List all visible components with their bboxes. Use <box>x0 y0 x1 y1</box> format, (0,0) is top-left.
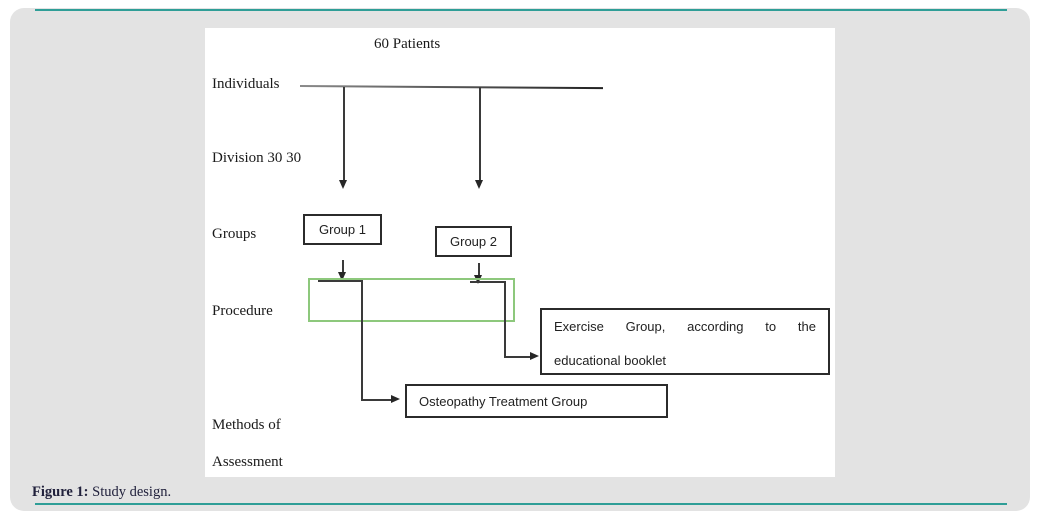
connector-group2-down <box>478 263 480 276</box>
connector-right-branch <box>479 87 481 181</box>
row-label-division: Division 30 30 <box>212 150 302 166</box>
path-osteo-h1 <box>318 280 363 282</box>
path-exercise-h2 <box>504 356 531 358</box>
path-osteo-h2 <box>361 399 392 401</box>
row-label-methods-of: Methods of <box>212 417 281 433</box>
group2-label: Group 2 <box>450 234 497 249</box>
osteopathy-group-label: Osteopathy Treatment Group <box>419 393 588 409</box>
arrow-osteo-icon <box>391 395 400 403</box>
arrow-down-left-icon <box>339 180 347 189</box>
arrow-group1-icon <box>338 272 346 281</box>
row-label-groups: Groups <box>212 226 257 242</box>
group2-box: Group 2 <box>435 226 512 257</box>
row-label-procedure: Procedure <box>212 303 273 319</box>
connector-group1-down <box>342 260 344 273</box>
connector-left-branch <box>343 87 345 181</box>
row-label-assessment: Assessment <box>212 454 283 470</box>
teal-rule-bottom <box>35 503 1007 505</box>
arrow-down-right-icon <box>475 180 483 189</box>
exercise-group-text-line2: educational booklet <box>554 353 667 368</box>
figure-caption: Figure 1: Study design. <box>32 484 171 501</box>
group1-label: Group 1 <box>319 222 366 237</box>
row-label-individuals: Individuals <box>212 76 280 92</box>
group1-box: Group 1 <box>303 214 382 245</box>
exercise-group-text-line1: Exercise Group, according to the <box>554 319 816 334</box>
path-exercise-v <box>504 281 506 358</box>
exercise-group-box: Exercise Group, according to the educati… <box>540 308 830 375</box>
path-osteo-v <box>361 280 363 400</box>
arrow-exercise-icon <box>530 352 539 360</box>
teal-rule-top <box>35 9 1007 11</box>
path-exercise-h1 <box>470 281 506 283</box>
patients-count-label: 60 Patients <box>374 36 441 52</box>
figure-caption-text: Study design. <box>88 484 172 500</box>
osteopathy-group-box: Osteopathy Treatment Group <box>405 384 668 418</box>
figure-caption-label: Figure 1: <box>32 484 89 500</box>
procedure-outline-box <box>308 278 515 322</box>
